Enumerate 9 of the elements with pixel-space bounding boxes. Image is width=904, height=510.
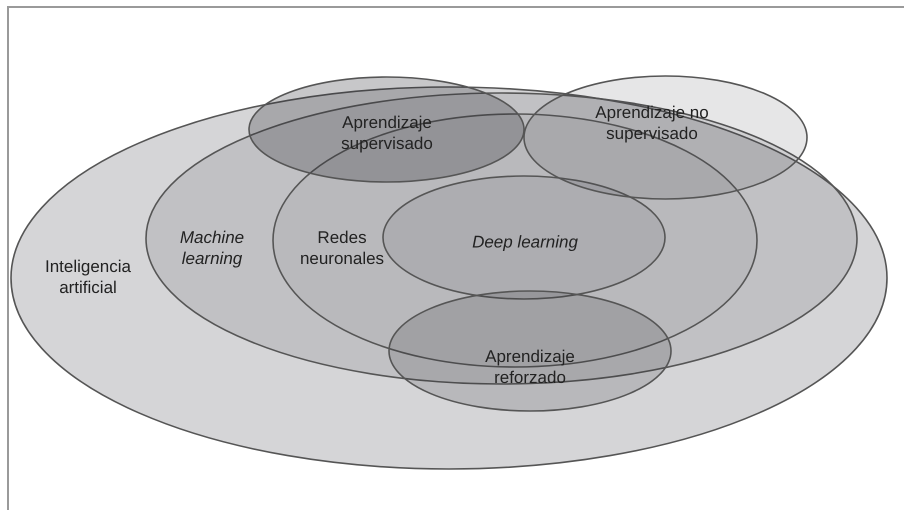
ellipse-label: Machine learning bbox=[178, 227, 246, 269]
ellipse-region bbox=[248, 76, 525, 183]
ellipse-label: Inteligencia artificial bbox=[44, 256, 132, 298]
ellipse-region bbox=[388, 290, 672, 412]
ellipse-region bbox=[523, 75, 808, 200]
ellipse-label: Deep learning bbox=[471, 232, 579, 252]
ellipse-label: Redes neuronales bbox=[298, 227, 386, 269]
ellipse-region bbox=[10, 86, 888, 470]
ellipse-label: Aprendizaje reforzado bbox=[484, 346, 576, 388]
